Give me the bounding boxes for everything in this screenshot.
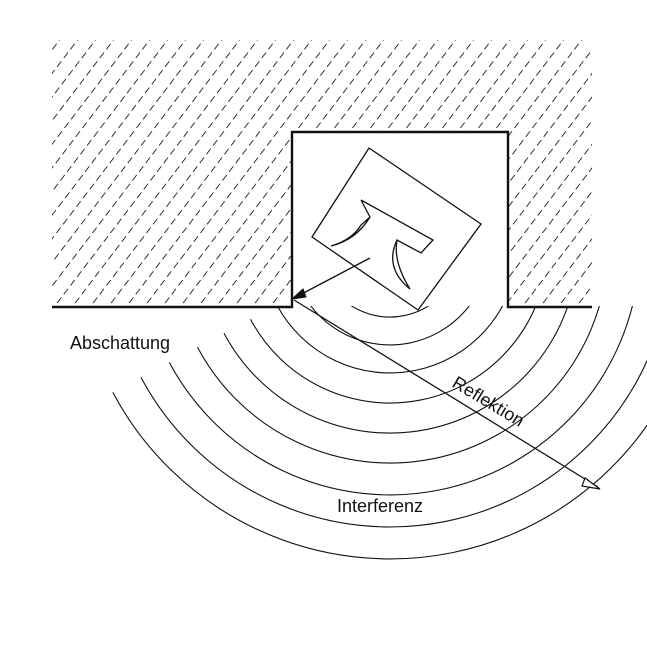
hatch-line [147, 40, 469, 307]
hatch-line [525, 40, 592, 307]
hatch-line [57, 40, 379, 307]
hatch-line [52, 40, 55, 307]
wave-arc [197, 306, 600, 464]
wave-arc [310, 306, 470, 346]
hatch-line [75, 40, 397, 307]
hatch-line [52, 40, 343, 307]
wave-arc [140, 359, 647, 528]
hatch-line [363, 40, 592, 307]
hatch-line [453, 40, 592, 307]
hatch-line [52, 40, 217, 307]
wave-arc [223, 306, 569, 434]
hatch-line [52, 40, 271, 307]
wall-outline [52, 130, 592, 309]
hatch-line [52, 40, 109, 307]
reflection-arrow [290, 257, 601, 490]
label-reflektion: Reflektion [449, 372, 528, 430]
hatch-line [52, 40, 145, 307]
wave-arc [250, 306, 537, 404]
hatch-line [183, 40, 505, 307]
hatch-line [111, 40, 433, 307]
hatch-line [561, 40, 592, 307]
hatch-line [52, 40, 163, 307]
sound-waves [112, 306, 647, 560]
hatch-line [273, 40, 592, 307]
hatch-line [309, 40, 592, 307]
label-abschattung: Abschattung [70, 333, 170, 353]
hatch-line [52, 40, 361, 307]
speaker [311, 147, 482, 311]
speaker-horn [330, 199, 435, 290]
speaker-box [311, 147, 482, 311]
hatch-line [93, 40, 415, 307]
hatch-line [237, 40, 559, 307]
wall-hatching [0, 0, 592, 420]
hatch-line [52, 40, 235, 307]
hatch-line [0, 0, 18, 420]
hatch-line [52, 40, 73, 307]
hatch-line [52, 40, 91, 307]
hatch-line [417, 40, 592, 307]
hatch-line [52, 40, 199, 307]
hatch-line [52, 40, 181, 307]
hatch-line [381, 40, 592, 307]
wave-arc [112, 392, 647, 560]
hatch-line [129, 40, 451, 307]
label-interferenz: Interferenz [337, 496, 423, 516]
hatch-line [255, 40, 577, 307]
wave-arc [276, 306, 504, 374]
hatch-line [52, 40, 325, 307]
hatch-line [52, 40, 289, 307]
hatch-line [0, 0, 36, 420]
hatch-line [399, 40, 592, 307]
hatch-line [327, 40, 592, 307]
hatch-line [489, 40, 592, 307]
wave-arc [168, 306, 633, 496]
hatch-line [345, 40, 592, 307]
hatch-line [201, 40, 523, 307]
hatch-line [52, 40, 307, 307]
hatch-line [52, 40, 253, 307]
hatch-line [52, 40, 127, 307]
wave-arc [350, 306, 430, 318]
hatch-line [165, 40, 487, 307]
